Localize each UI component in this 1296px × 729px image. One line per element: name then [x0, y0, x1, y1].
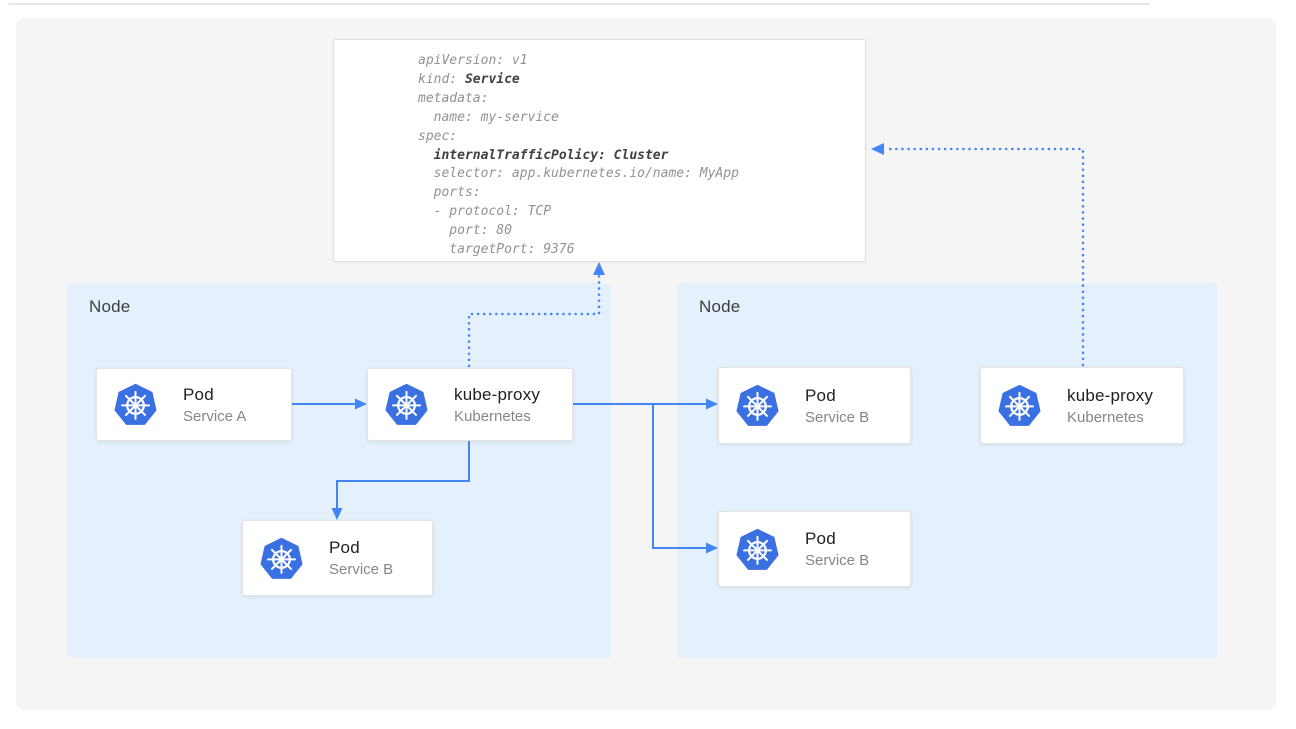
node-box-right: Node [677, 283, 1217, 658]
card-kube-proxy-right: kube-proxy Kubernetes [980, 367, 1184, 444]
card-subtitle: Kubernetes [454, 407, 531, 425]
arrow-kube-proxy-to-pod-b-left [336, 441, 470, 511]
kubernetes-icon [384, 382, 429, 427]
node-label: Node [699, 297, 741, 316]
dotted-kube-proxy-left-to-yaml [467, 272, 601, 368]
card-subtitle: Service B [805, 552, 870, 569]
arrowhead-left [871, 143, 884, 155]
yaml-line: ports: [418, 185, 481, 201]
arrowhead-right [706, 542, 718, 554]
card-pod-service-b-left: Pod Service B [242, 520, 433, 596]
service-yaml-box: apiVersion: v1 kind: Service metadata: n… [333, 39, 866, 262]
card-title: Pod [329, 538, 360, 557]
card-subtitle: Kubernetes [1067, 408, 1144, 426]
card-title: Pod [805, 529, 836, 548]
kubernetes-icon [997, 383, 1042, 428]
arrowhead-down [331, 508, 343, 520]
kubernetes-icon [735, 383, 780, 428]
arrowhead-up [593, 262, 605, 275]
top-divider [8, 3, 1150, 5]
card-subtitle: Service B [805, 408, 870, 426]
yaml-line: internalTrafficPolicy: Cluster [433, 147, 669, 163]
node-label: Node [89, 297, 131, 316]
card-title: kube-proxy [454, 384, 541, 404]
yaml-line: spec: [418, 128, 458, 144]
yaml-line: - protocol: TCP [418, 204, 552, 220]
card-pod-service-b-right-top: Pod Service B [718, 367, 911, 444]
dotted-kube-proxy-right-to-yaml [883, 147, 1085, 367]
card-pod-service-a: Pod Service A [96, 368, 292, 441]
card-title: Pod [183, 384, 214, 404]
card-subtitle: Service A [183, 407, 247, 425]
kubernetes-icon [735, 527, 780, 572]
card-title: Pod [805, 385, 836, 405]
yaml-line: kind: Service [418, 71, 520, 87]
card-pod-service-b-right-bottom: Pod Service B [718, 511, 911, 587]
card-title: kube-proxy [1067, 385, 1154, 405]
yaml-line: selector: app.kubernetes.io/name: MyApp [418, 166, 739, 182]
yaml-line: name: my-service [418, 109, 559, 125]
arrowhead-right [706, 398, 718, 410]
arrow-kube-proxy-to-pod-b-right-bottom [652, 404, 709, 549]
yaml-line: metadata: [418, 90, 489, 106]
yaml-line: targetPort: 9376 [418, 242, 575, 258]
card-kube-proxy-left: kube-proxy Kubernetes [367, 368, 573, 441]
yaml-line: apiVersion: v1 [418, 53, 528, 68]
arrowhead-right [355, 398, 367, 410]
kubernetes-icon [259, 536, 304, 581]
yaml-line: port: 80 [418, 223, 512, 239]
kubernetes-icon [113, 382, 158, 427]
card-subtitle: Service B [329, 561, 394, 578]
